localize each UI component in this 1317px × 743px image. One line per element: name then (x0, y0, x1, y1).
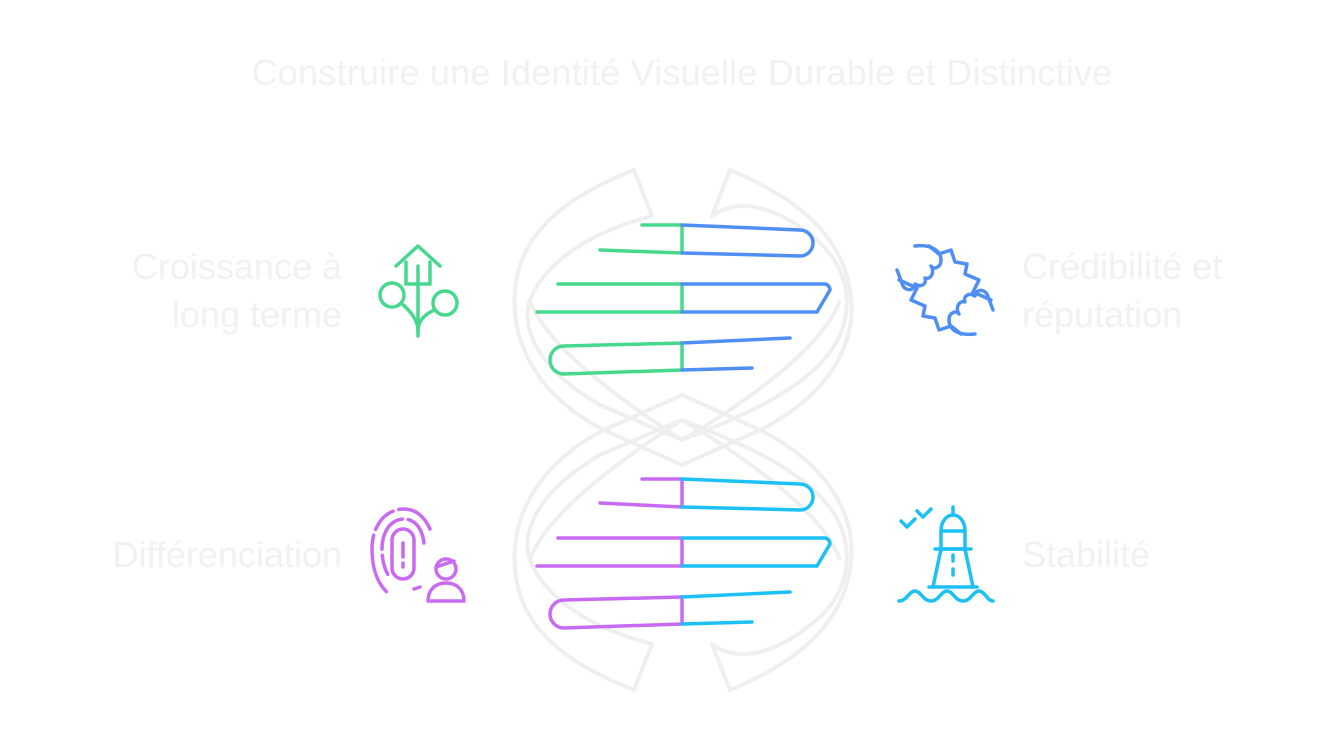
top-bar-1 (598, 223, 815, 258)
bottom-bar-3 (548, 590, 792, 630)
lighthouse-icon (897, 505, 995, 603)
label-croissance: Croissance à long terme (60, 243, 342, 339)
label-line-2: long terme (171, 294, 342, 335)
top-bar-3 (548, 336, 792, 376)
bottom-bar-1 (598, 477, 815, 512)
top-bar-2 (535, 282, 832, 314)
growth-house-plant-icon (378, 244, 459, 338)
bottom-bar-2 (535, 536, 832, 568)
label-line-1: Différenciation (112, 534, 342, 575)
fingerprint-user-icon (370, 507, 466, 603)
label-line-1: Crédibilité et (1022, 246, 1223, 287)
label-credibilite: Crédibilité et réputation (1022, 243, 1282, 339)
label-line-1: Croissance à (131, 246, 342, 287)
diagram-title: Construire une Identité Visuelle Durable… (251, 52, 1113, 93)
handshake-fist-bump-icon (895, 243, 995, 337)
label-differenciation: Différenciation (40, 531, 342, 579)
label-line-1: Stabilité (1022, 534, 1151, 575)
label-line-2: réputation (1022, 294, 1183, 335)
label-stabilite: Stabilité (1022, 531, 1242, 579)
